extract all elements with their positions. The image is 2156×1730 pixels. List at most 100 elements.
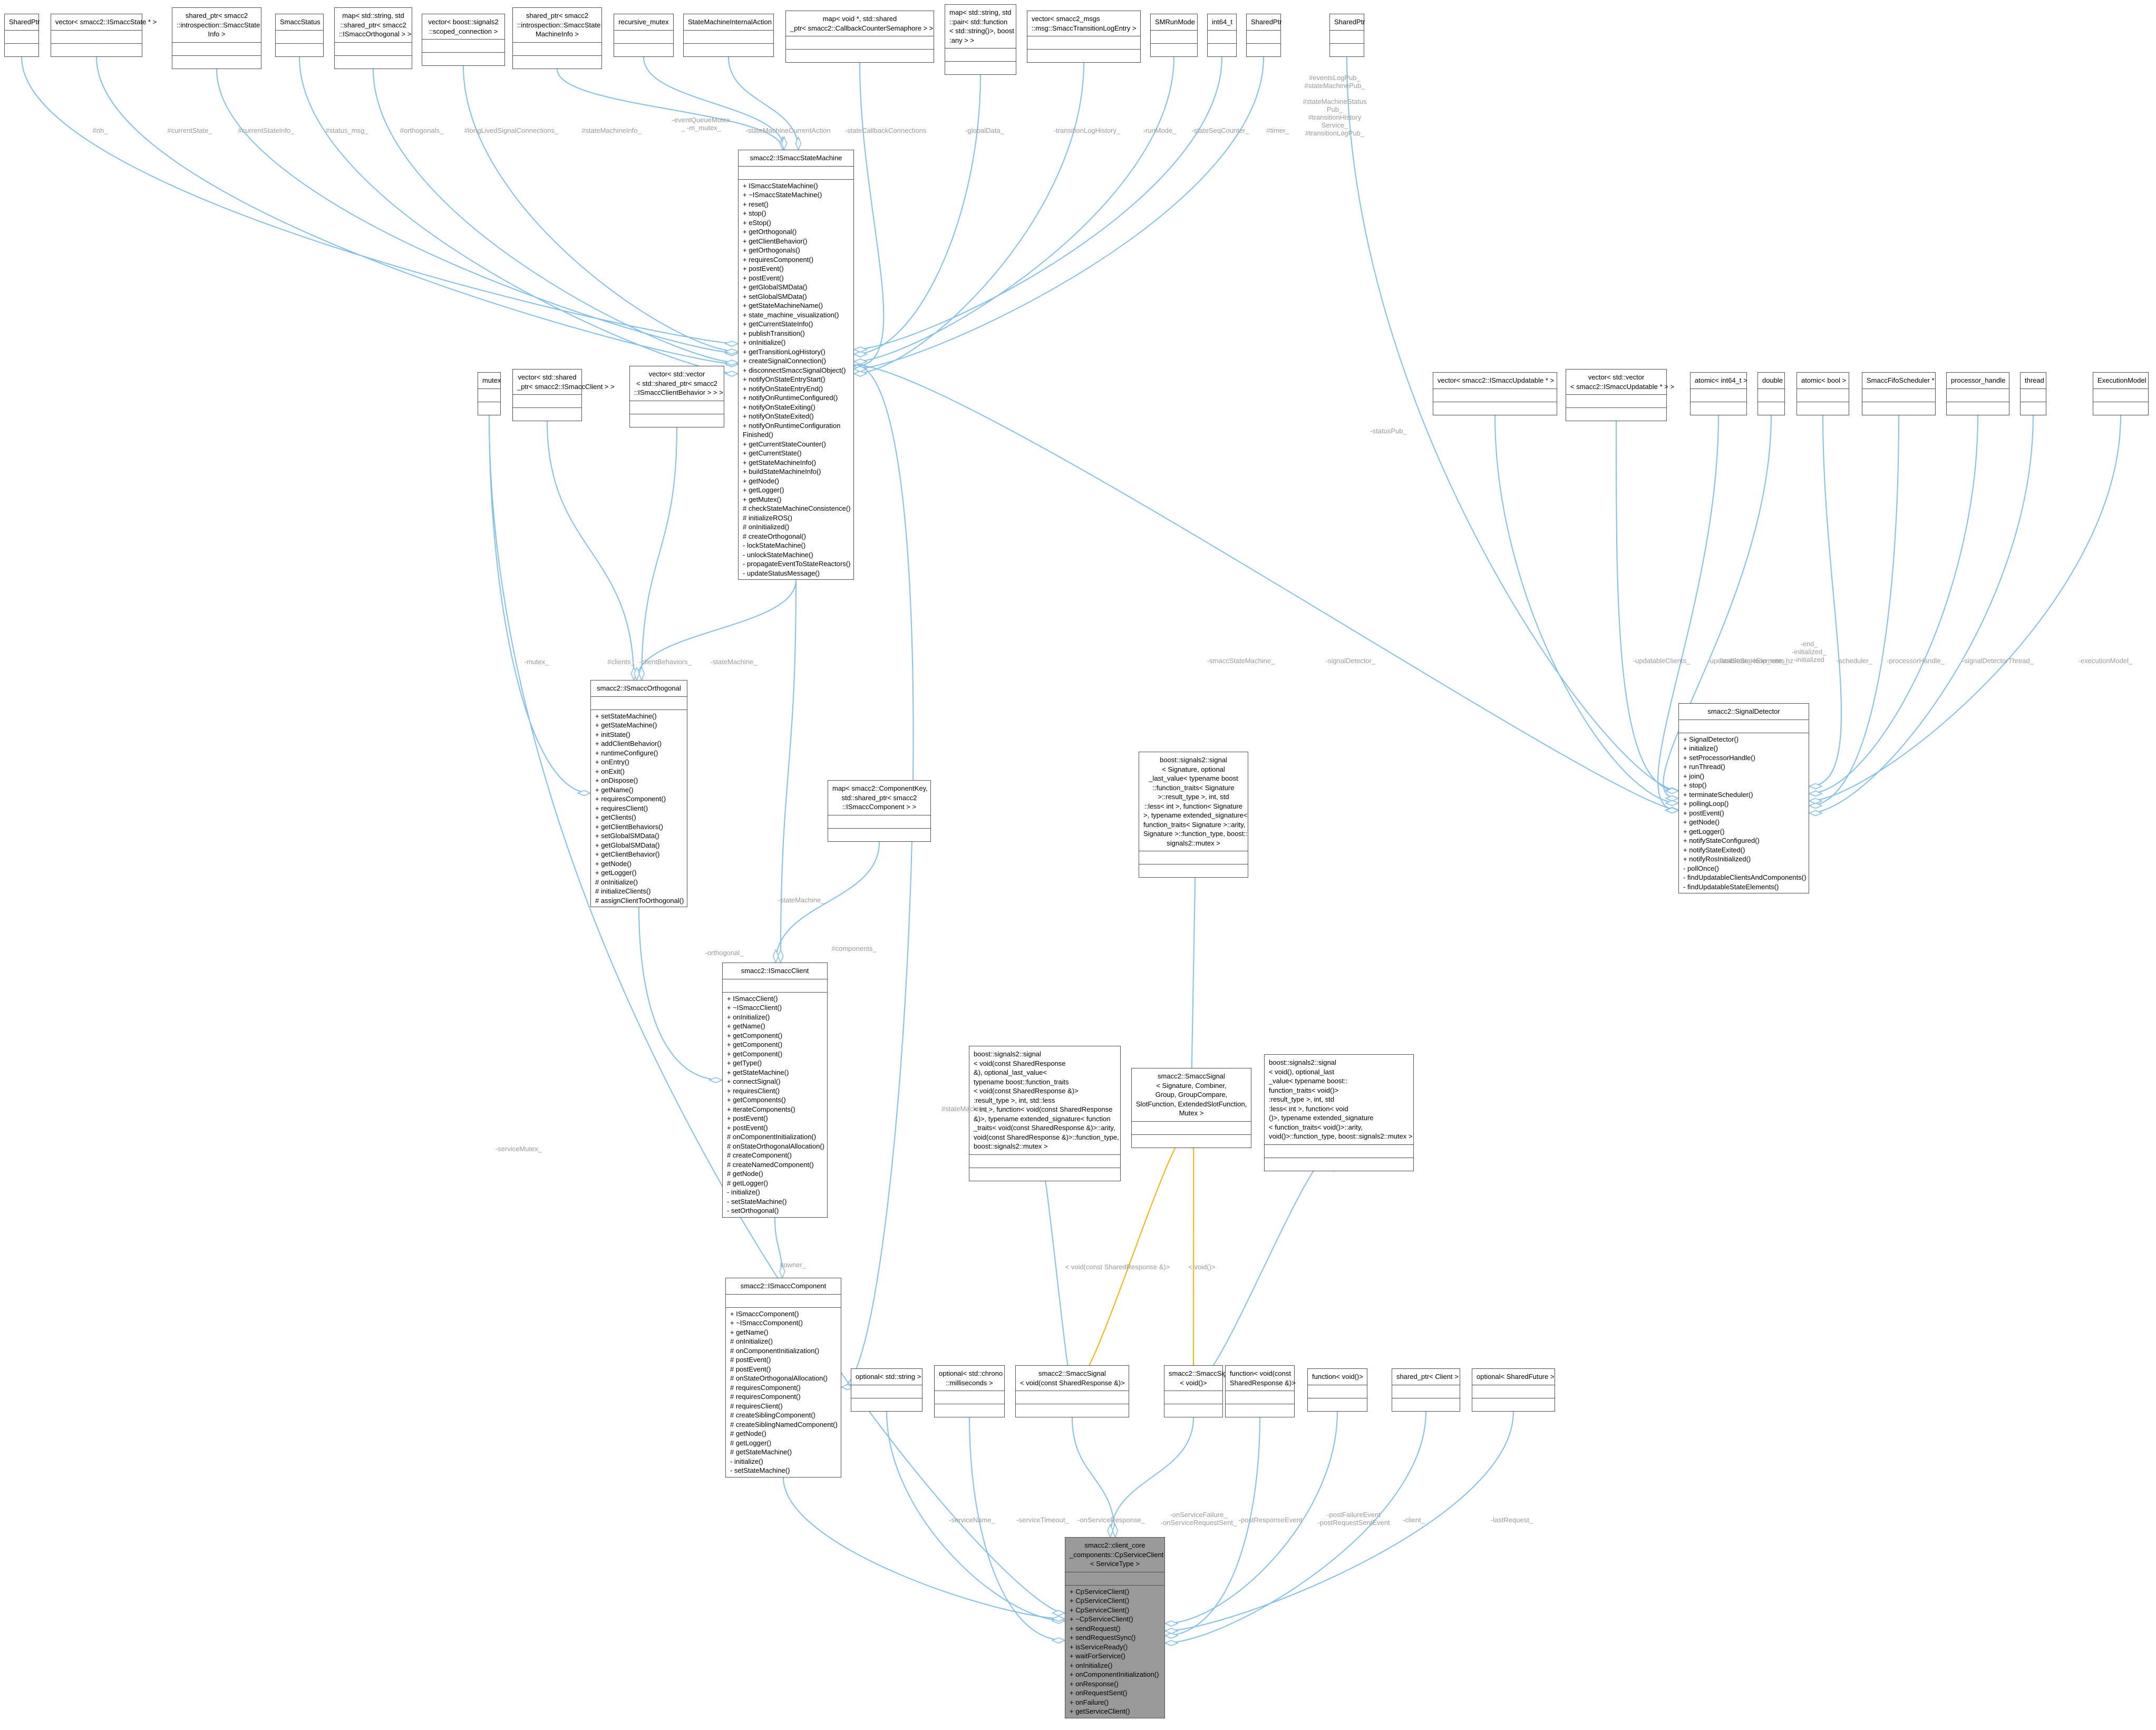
method-item: + getComponents() bbox=[727, 1096, 786, 1104]
edge-label-line: -postResponseEvent bbox=[1238, 1516, 1303, 1524]
method-item: + notifyOnStateEntryStart() bbox=[743, 375, 826, 383]
edge-optStr-to-cp bbox=[886, 1411, 1065, 1621]
class-opt-ms[interactable]: optional< std::chrono::milliseconds > bbox=[934, 1365, 1005, 1417]
class-detector[interactable]: smacc2::SignalDetector+ SignalDetector()… bbox=[1678, 703, 1809, 893]
method-item: + getGlobalSMData() bbox=[595, 841, 660, 849]
edge-mapSem-to-sm bbox=[853, 62, 885, 367]
class-sig-void[interactable]: smacc2::SmaccSignal< void()> bbox=[1164, 1365, 1236, 1417]
class-sig-boost2[interactable]: boost::signals2::signal< void(const Shar… bbox=[969, 1046, 1121, 1181]
class-map-comp[interactable]: map< smacc2::ComponentKey,std::shared_pt… bbox=[828, 780, 931, 842]
class-exec-model[interactable]: ExecutionModel bbox=[2093, 372, 2149, 415]
class-title-line: vector< boost::signals2 bbox=[428, 18, 499, 26]
aggregation-diamond bbox=[1665, 800, 1679, 806]
methods-section bbox=[1247, 44, 1280, 56]
aggregation-diamond bbox=[1164, 1640, 1179, 1646]
edge-label-line: #clients_ bbox=[607, 658, 635, 666]
class-vec-state[interactable]: vector< smacc2::ISmaccState * > bbox=[51, 14, 157, 57]
class-orth[interactable]: smacc2::ISmaccOrthogonal+ setStateMachin… bbox=[590, 680, 687, 907]
attributes-section bbox=[1330, 31, 1364, 44]
class-sp3[interactable]: SharedPtr bbox=[1329, 14, 1365, 57]
method-item: + isServiceReady() bbox=[1070, 1642, 1128, 1651]
class-vec-vec-upd[interactable]: vector< std::vector< smacc2::ISmaccUpdat… bbox=[1566, 369, 1674, 421]
class-sig-boost1[interactable]: boost::signals2::signal< Signature, opti… bbox=[1139, 752, 1248, 878]
class-rec-mutex[interactable]: recursive_mutex bbox=[614, 14, 674, 57]
class-sp-client[interactable]: shared_ptr< Client > bbox=[1392, 1368, 1460, 1412]
aggregation-diamond bbox=[1051, 1616, 1066, 1622]
edge-label-line: -initialized_ bbox=[1792, 648, 1827, 656]
method-item: + getClientBehaviors() bbox=[595, 822, 663, 831]
class-atom-int[interactable]: atomic< int64_t > bbox=[1690, 372, 1747, 415]
class-thread[interactable]: thread bbox=[2020, 372, 2046, 415]
edge-atomInt-to-detector bbox=[1657, 415, 1719, 811]
aggregation-diamond bbox=[1107, 1523, 1114, 1538]
methods-section bbox=[422, 53, 504, 65]
edge-double-to-detector bbox=[1663, 415, 1772, 799]
class-mutex[interactable]: mutex bbox=[478, 372, 501, 415]
edge-label: -postFailureEvent-postRequestSentEvent bbox=[1317, 1511, 1390, 1527]
class-sig-boost3[interactable]: boost::signals2::signal< void(), optiona… bbox=[1264, 1054, 1414, 1171]
edge-label-line: #currentStateInfo_ bbox=[238, 127, 295, 134]
class-map-global[interactable]: map< std::string, std::pair< std::functi… bbox=[945, 4, 1016, 75]
class-title-line: Info > bbox=[208, 30, 226, 38]
attributes-section bbox=[851, 1385, 922, 1398]
method-item: + requiresComponent() bbox=[595, 795, 666, 803]
class-atom-bool[interactable]: atomic< bool > bbox=[1796, 372, 1849, 415]
methods-section bbox=[851, 1398, 922, 1411]
class-fifo[interactable]: SmaccFifoScheduler * bbox=[1862, 372, 1936, 415]
class-opt-str[interactable]: optional< std::string > bbox=[851, 1368, 922, 1412]
class-smacc-sig[interactable]: smacc2::SmaccSignal< Signature, Combiner… bbox=[1131, 1068, 1251, 1148]
method-item: + onFailure() bbox=[1070, 1698, 1109, 1706]
edge-label-line: -updatableClients_ bbox=[1633, 657, 1691, 665]
attributes-section bbox=[1208, 31, 1236, 44]
class-title-line: processor_handle bbox=[1951, 376, 2006, 384]
class-run-mode[interactable]: SMRunMode bbox=[1150, 14, 1198, 57]
class-double[interactable]: double bbox=[1757, 372, 1785, 415]
method-item: + terminateScheduler() bbox=[1683, 790, 1753, 799]
edge-mapOrth-to-sm bbox=[373, 69, 739, 363]
method-item: + reset() bbox=[743, 200, 769, 208]
method-item: + notifyOnRuntimeConfigured() bbox=[743, 394, 838, 402]
class-sp-state-info[interactable]: shared_ptr< smacc2::introspection::Smacc… bbox=[172, 7, 261, 69]
class-cp[interactable]: smacc2::client_core_components::CpServic… bbox=[1065, 1537, 1165, 1718]
edge-mutex-to-cp bbox=[489, 415, 1065, 1614]
method-item: + getComponent() bbox=[727, 1041, 783, 1048]
class-sm[interactable]: smacc2::ISmaccStateMachine+ ISmaccStateM… bbox=[738, 150, 854, 580]
class-vec-conn[interactable]: vector< boost::signals2::scoped_connecti… bbox=[422, 14, 505, 66]
method-item: # postEvent() bbox=[730, 1365, 771, 1373]
class-map-orth[interactable]: map< std::string, std::shared_ptr< smacc… bbox=[334, 7, 412, 69]
class-sp2[interactable]: SharedPtr bbox=[1246, 14, 1282, 57]
edge-label-line: -end_ bbox=[1800, 640, 1818, 648]
class-sig-resp[interactable]: smacc2::SmaccSignal< void(const SharedRe… bbox=[1015, 1365, 1129, 1417]
edge-label: -signalDetector_ bbox=[1326, 657, 1376, 665]
class-title-line: Signature >::function_type, boost:: bbox=[1143, 830, 1248, 838]
aggregation-diamond bbox=[1051, 1610, 1066, 1616]
class-func-void[interactable]: function< void()> bbox=[1307, 1368, 1367, 1412]
aggregation-diamond bbox=[781, 136, 788, 151]
class-proc-h[interactable]: processor_handle bbox=[1946, 372, 2009, 415]
edge-spStateInfo-to-sm bbox=[216, 69, 739, 354]
class-sm-internal[interactable]: StateMachineInternalAction bbox=[683, 14, 774, 57]
class-sp1[interactable]: SharedPtr bbox=[4, 14, 40, 57]
method-item: + postEvent() bbox=[743, 274, 784, 282]
class-vec-upd[interactable]: vector< smacc2::ISmaccUpdatable * > bbox=[1433, 372, 1557, 415]
class-int64a[interactable]: int64_t bbox=[1207, 14, 1237, 57]
methods-section bbox=[1392, 1398, 1460, 1411]
class-comp[interactable]: smacc2::ISmaccComponent+ ISmaccComponent… bbox=[725, 1278, 841, 1478]
class-sp-s-m-info[interactable]: shared_ptr< smacc2::introspection::Smacc… bbox=[512, 7, 602, 69]
class-title: vector< smacc2::ISmaccUpdatable * > bbox=[1433, 373, 1557, 389]
class-vec-log[interactable]: vector< smacc2_msgs::msg::SmaccTransitio… bbox=[1027, 11, 1141, 63]
class-client[interactable]: smacc2::ISmaccClient+ ISmaccClient()+ ~I… bbox=[722, 963, 828, 1218]
class-status[interactable]: SmaccStatus bbox=[275, 14, 324, 57]
edge-label-line: -globalData_ bbox=[965, 127, 1004, 134]
method-item: + postEvent() bbox=[727, 1114, 768, 1122]
method-item: + notifyOnStateExited() bbox=[743, 412, 814, 420]
edge-label: -serviceTimeout_ bbox=[1016, 1516, 1069, 1524]
method-item: + getName() bbox=[727, 1022, 765, 1030]
class-vec-client[interactable]: vector< std::shared_ptr< smacc2::ISmaccC… bbox=[512, 369, 615, 421]
class-vec-behav[interactable]: vector< std::vector< std::shared_ptr< sm… bbox=[629, 366, 724, 427]
class-opt-fut[interactable]: optional< SharedFuture > bbox=[1472, 1368, 1555, 1412]
method-item: - initialize() bbox=[727, 1188, 760, 1196]
edge-label: #owner_ bbox=[780, 1261, 806, 1269]
class-map-sem[interactable]: map< void *, std::shared_ptr< smacc2::Ca… bbox=[785, 11, 934, 63]
